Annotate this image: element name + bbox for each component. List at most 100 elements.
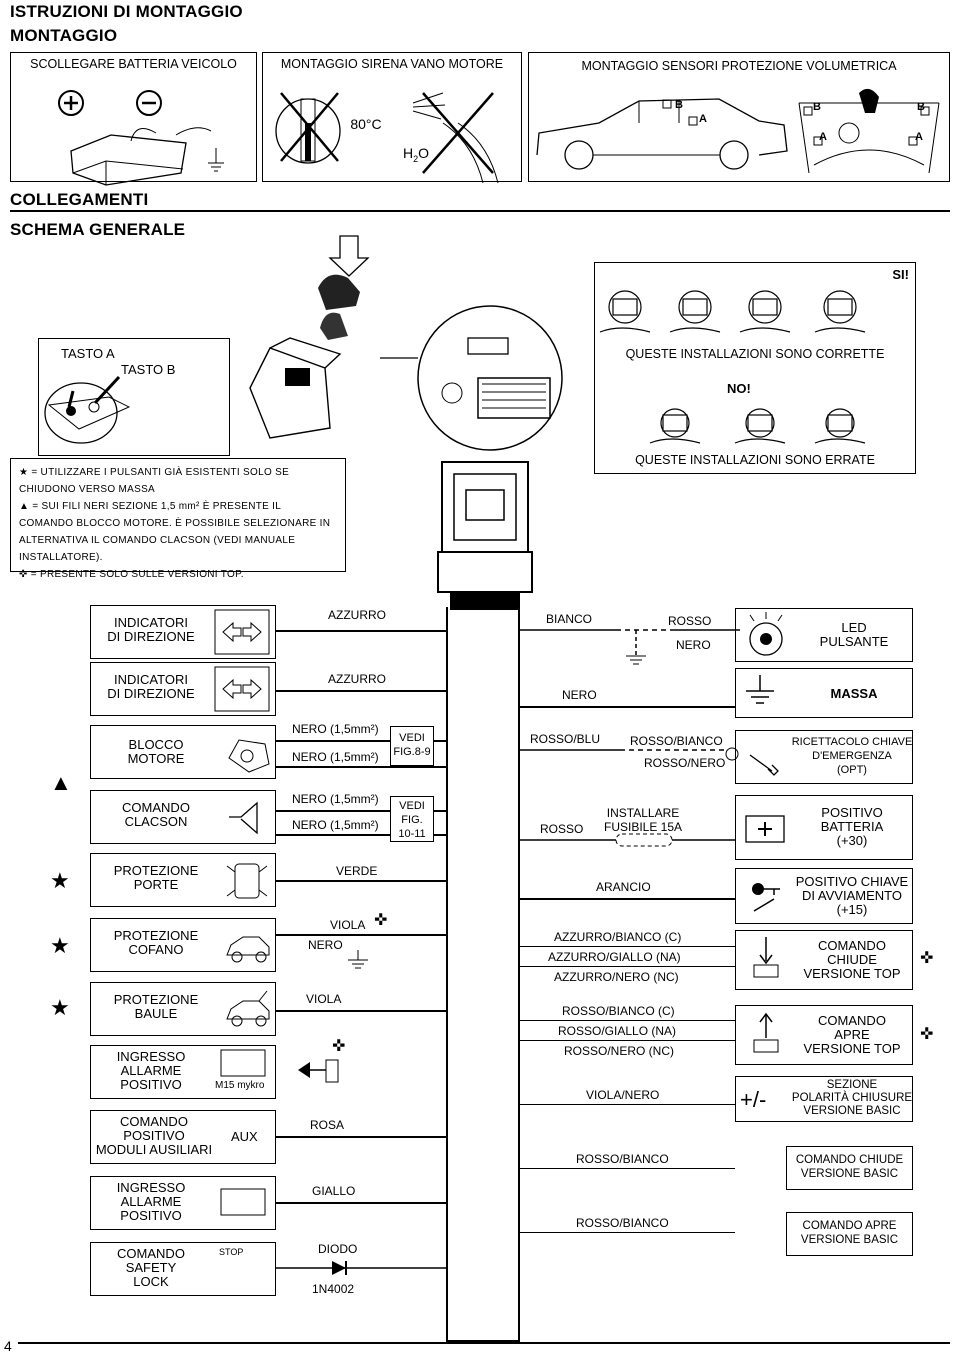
wire-azzurro-1: AZZURRO [328,608,386,622]
wire-rosso-blu: ROSSO/BLU [530,732,601,746]
wire-rosso-batt: ROSSO [540,822,584,836]
wire-line [520,946,735,947]
remote-control-icon [44,375,131,444]
right-box-battery-positive: POSITIVO BATTERIA (+30) [735,795,913,860]
wire-line [276,1202,446,1204]
right-label: SEZIONE POLARITÀ CHIUSURE VERSIONE BASIC [791,1079,913,1117]
car-illustration [536,88,940,174]
left-box-ingresso-1: INGRESSO ALLARME POSITIVO M15 mykro [90,1045,276,1099]
horn-icon [229,801,258,835]
top-version-cross: ✜ [374,912,388,929]
ignition-key-icon [752,883,780,912]
wire-rosa: ROSA [310,1118,345,1132]
module-tag: M15 mykro [215,1080,265,1091]
star-marker-baule: ★ [50,995,70,1020]
ground-icon [348,950,368,969]
diode-icon [276,1261,446,1275]
divider-line [10,210,950,212]
wire-nero-cl-2: NERO (1,5mm²) [292,818,379,832]
triangle-marker: ▲ [50,770,72,795]
interior-sensor-a-label-right: A [915,131,923,143]
right-label: POSITIVO CHIAVE DI AVVIAMENTO (+15) [795,874,909,917]
correct-label: QUESTE INSTALLAZIONI SONO CORRETTE [625,347,885,361]
ground-icon [746,675,774,704]
si-label: SI! [892,267,909,282]
wire-rosso-led: ROSSO [668,614,712,628]
bottom-rule [18,1342,950,1344]
left-box-indicatori-1: INDICATORI DI DIREZIONE [90,605,276,659]
module-icon [220,1049,266,1077]
diode-label: DIODO [318,1242,358,1256]
right-label: POSITIVO BATTERIA (+30) [820,805,884,848]
wire-line [276,766,446,768]
wire-line [520,1040,735,1041]
section-collegamenti: COLLEGAMENTI [10,190,149,209]
wire-nero-massa: NERO [562,688,597,702]
stop-tag: STOP [219,1247,244,1257]
wire-nero-cl-1: NERO (1,5mm²) [292,792,379,806]
panel-battery: SCOLLEGARE BATTERIA VEICOLO [10,52,257,186]
key-icon [749,754,779,776]
star-marker-cofano: ★ [50,933,70,958]
wire-line [520,1168,735,1169]
wire-arancio: ARANCIO [596,880,651,894]
water-label: H2O [403,145,430,164]
wire-rosso-bianco-c: ROSSO/BIANCO (C) [562,1004,675,1018]
wire-rosso-bianco-apre: ROSSO/BIANCO [576,1216,669,1230]
wire-rosso-bianco-chiude: ROSSO/BIANCO [576,1152,669,1166]
right-label: COMANDO APRE VERSIONE TOP [803,1013,901,1056]
temperature-label: 80°C [350,116,382,132]
module-icon [220,1188,266,1216]
right-label: RICETTACOLO CHIAVE D'EMERGENZA (OPT) [791,736,913,776]
legend-cross: ✜ = PRESENTE SOLO SULLE VERSIONI TOP. [19,569,244,580]
wire-line [276,1010,446,1012]
top-version-cross: ✜ [920,950,934,967]
alarm-unit-illustration [249,235,563,451]
lock-down-icon [753,937,779,978]
panel-siren: MONTAGGIO SIRENA VANO MOTORE 80°C H2O [262,52,522,184]
page-number: 4 [4,1338,12,1354]
main-connector [437,461,533,610]
fuse-wiring [520,833,735,847]
wire-line [276,690,446,692]
wire-line [276,880,446,882]
right-box-polarita: +/- SEZIONE POLARITÀ CHIUSURE VERSIONE B… [735,1076,913,1122]
left-label: COMANDO SAFETY LOCK [117,1246,185,1289]
wire-line [520,966,735,967]
wire-line [276,1136,446,1138]
left-label: BLOCCO MOTORE [127,737,185,766]
left-box-indicatori-2: INDICATORI DI DIREZIONE [90,662,276,716]
right-box-chiude-top: COMANDO CHIUDE VERSIONE TOP [735,930,913,990]
panel-sensors-title: MONTAGGIO SENSORI PROTEZIONE VOLUMETRICA [581,59,897,73]
interior-sensor-b-label-right: B [917,101,925,113]
interior-sensor-a-label-left: A [819,131,827,143]
wire-bianco: BIANCO [546,612,593,626]
wrong-label: QUESTE INSTALLAZIONI SONO ERRATE [635,453,875,467]
key-wiring [520,747,739,761]
battery-positive-icon [745,815,785,843]
siren-illustration [275,92,499,184]
connector-arrow [298,1059,339,1083]
install-panel: SI! QUESTE INSTALLAZIONI SONO CORRETTE N… [594,262,916,474]
wrong-installations-icons [649,408,866,444]
tasto-a-label: TASTO A [61,346,115,361]
ref-fig-8-9: VEDI FIG.8-9 [390,726,434,766]
right-box-ignition: POSITIVO CHIAVE DI AVVIAMENTO (+15) [735,868,913,924]
left-label: INGRESSO ALLARME POSITIVO [116,1180,186,1223]
right-label: COMANDO APRE VERSIONE BASIC [800,1220,899,1246]
wire-line [276,630,446,632]
wire-nero-bm-2: NERO (1,5mm²) [292,750,379,764]
right-label: COMANDO CHIUDE VERSIONE TOP [803,938,901,981]
wire-line [520,1104,735,1105]
right-box-massa: MASSA [735,668,913,718]
panel-battery-title: SCOLLEGARE BATTERIA VEICOLO [30,57,237,71]
left-label: INGRESSO ALLARME POSITIVO [116,1049,186,1092]
ref-fig-10-11: VEDI FIG. 10-11 [390,796,434,842]
wire-line [276,934,446,936]
wire-line [276,740,446,742]
wire-line [276,810,446,812]
section-montaggio: MONTAGGIO [10,26,118,45]
top-version-cross: ✜ [920,1026,934,1043]
left-box-ingresso-2: INGRESSO ALLARME POSITIVO [90,1176,276,1230]
wire-nero-cofano: NERO [308,938,343,952]
